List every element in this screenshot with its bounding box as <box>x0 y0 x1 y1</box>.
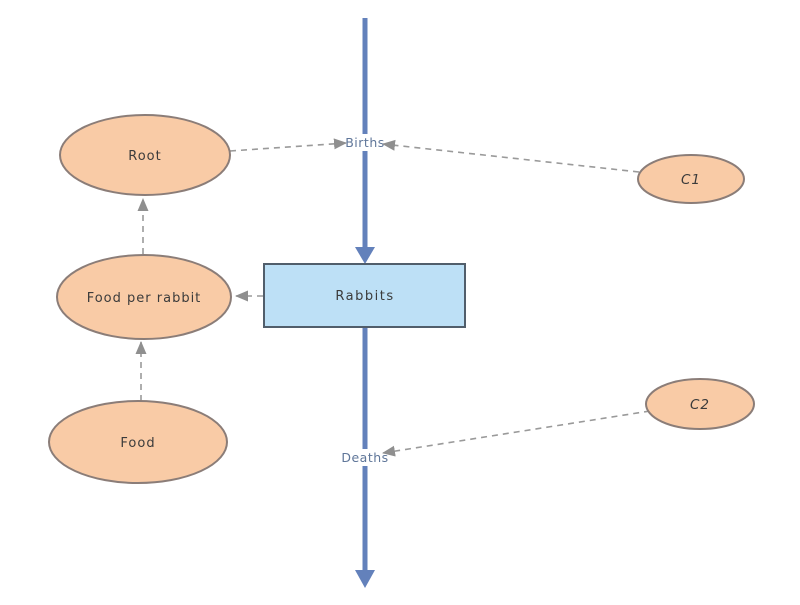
variable-food-per-rabbit[interactable]: Food per rabbit <box>56 254 232 340</box>
deaths-label: Deaths <box>341 450 388 465</box>
food-ellipse <box>48 400 228 484</box>
deaths-flow-arrowhead-icon <box>355 570 375 588</box>
variable-c1[interactable]: C1 <box>637 154 745 204</box>
rabbits-rect <box>263 263 466 328</box>
births-label: Births <box>345 135 385 150</box>
link-root-to-births[interactable] <box>229 138 347 152</box>
variable-food[interactable]: Food <box>48 400 228 484</box>
rabbits-label: Rabbits <box>335 289 394 304</box>
c1-label: C1 <box>681 172 701 188</box>
c2-label: C2 <box>690 397 710 413</box>
food-per-rabbit-label: Food per rabbit <box>87 291 202 306</box>
food-per-rabbit-ellipse <box>56 254 232 340</box>
c1-ellipse <box>637 154 745 204</box>
root-label: Root <box>128 149 161 164</box>
variable-c2[interactable]: C2 <box>645 378 755 430</box>
flow-label-deaths[interactable]: Deaths <box>339 449 391 466</box>
births-label-bg <box>340 134 390 151</box>
root-ellipse <box>59 114 231 196</box>
deaths-label-bg <box>339 449 391 466</box>
food-label: Food <box>120 436 155 451</box>
c2-ellipse <box>645 378 755 430</box>
link-c2-to-deaths[interactable] <box>382 410 651 457</box>
link-c1-to-births[interactable] <box>382 139 640 173</box>
flow-births[interactable] <box>355 18 375 264</box>
stock-rabbits[interactable]: Rabbits <box>263 263 466 328</box>
births-flow-arrowhead-icon <box>355 247 375 264</box>
variable-root[interactable]: Root <box>59 114 231 196</box>
flow-label-births[interactable]: Births <box>340 134 390 151</box>
